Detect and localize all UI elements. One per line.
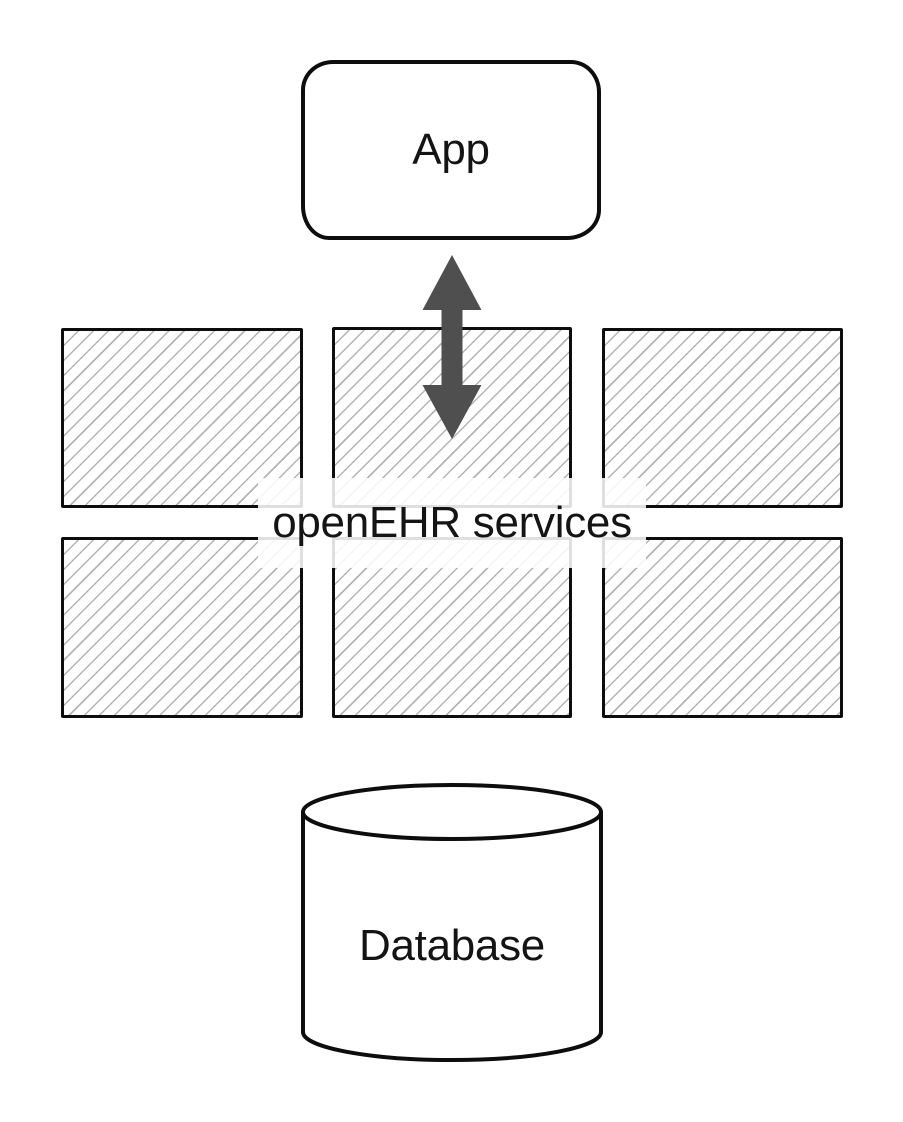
bidirectional-arrow-icon: [422, 255, 482, 439]
services-label-band: openEHR services: [258, 478, 646, 568]
database-cylinder-icon: [301, 783, 603, 1062]
database-node-label: Database: [359, 921, 545, 970]
app-node: App: [301, 60, 601, 240]
service-box: [602, 537, 843, 718]
database-node: Database: [299, 781, 605, 1065]
app-node-label: App: [412, 125, 490, 174]
service-box: [61, 328, 303, 508]
services-label: openEHR services: [272, 498, 632, 547]
